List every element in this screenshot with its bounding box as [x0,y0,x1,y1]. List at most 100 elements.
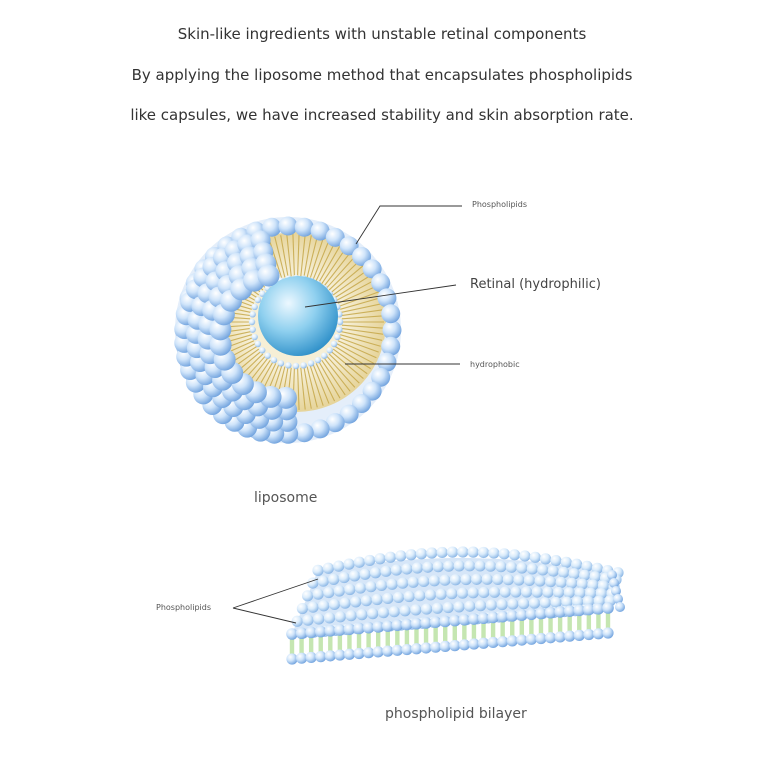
bilayer-head-edge [295,627,308,640]
label-retinal: Retinal (hydrophilic) [470,277,601,292]
bilayer-head-top [313,613,325,625]
bilayer-tail [404,628,410,647]
bilayer-head-top [499,586,511,598]
bilayer-head-top [561,596,573,608]
bilayer-tail [308,636,314,655]
bilayer-tail [423,626,429,645]
bilayer-head-top [555,576,567,589]
lipid-tail [334,345,371,370]
intro-line-3: like capsules, we have increased stabili… [130,106,634,124]
bilayer-tail [318,635,323,654]
bilayer-head-top [390,564,403,576]
bilayer-head-top [407,576,419,588]
bilayer-head-bottom [343,648,356,660]
bilayer-head-top [467,546,479,558]
outer-head [381,304,401,324]
lipid-tail [300,234,306,277]
bilayer-head-top [364,554,376,567]
lipid-tail [274,236,286,278]
leader-retinal [304,284,457,308]
bilayer-head-edge [602,602,614,614]
liposome-illustration [174,216,402,444]
inner-head [264,352,271,359]
outer-head [377,288,397,308]
front-head [257,264,280,287]
label-hydrophobic: hydrophobic [470,360,520,369]
bilayer-tail [471,623,477,642]
bilayer-head-bottom [372,646,384,658]
bilayer-tail [356,632,362,651]
bilayer-tail [596,612,601,631]
bilayer-head-bottom [324,650,336,662]
lipid-tail [326,355,356,388]
bilayer-head-top [382,592,394,605]
bilayer-head-top [507,598,519,610]
bilayer-head-top [353,556,365,568]
lipid-tail [268,238,283,279]
lipid-tail [328,260,360,291]
bilayer-head-top [397,577,409,589]
inner-head [334,333,341,341]
bilayer-head-edge [563,605,576,617]
bilayer-tail [289,638,295,656]
lipid-tail [341,327,384,335]
inner-head [292,362,300,370]
bilayer-tail [375,630,381,649]
bilayer-tail [500,620,505,639]
lipid-tail [315,242,336,281]
bilayer-head-bottom [477,637,490,649]
bilayer-head-top [528,597,541,609]
bilayer-head-top [338,571,350,584]
outer-head [339,404,359,424]
bilayer-head-bottom [602,627,614,639]
bilayer-head-top [291,615,303,627]
bilayer-tail [538,617,544,636]
bilayer-head-top [446,546,459,558]
lipid-tail [321,248,346,285]
bilayer-head-top [392,591,405,604]
bilayer-head-edge [516,609,528,621]
bilayer-head-bottom [295,652,308,664]
bilayer-head-bottom [564,630,576,642]
leader-bilayer-bottom [232,607,297,624]
bilayer-head-top [369,567,382,579]
bilayer-head-top [317,575,329,587]
bilayer-head-top [377,607,390,619]
bilayer-head-edge [525,608,538,621]
lipid-tail [309,365,324,406]
lipid-tail [330,351,364,379]
bilayer-head-top [529,551,541,563]
bilayer-head-edge [458,614,471,626]
label-phospholipids-liposome: Phospholipids [472,200,527,209]
bilayer-head-top [474,560,486,572]
bilayer-head-top [384,551,397,563]
bilayer-head-top [443,560,455,572]
outer-head [362,381,382,401]
bilayer-head-top [411,562,423,574]
bilayer-head-top [380,565,392,577]
lipid-tail [332,348,368,375]
bilayer-head-top [574,587,586,599]
bilayer-head-top [449,574,462,586]
lipid-tail [328,353,360,384]
bilayer-head-top [414,590,426,602]
bilayer-head-top [323,612,336,624]
bilayer-head-top [520,586,533,598]
bilayer-head-bottom [410,643,423,655]
bilayer-head-top [322,562,334,574]
bilayer-head-bottom [439,640,451,652]
bilayer-head-bottom [430,641,442,653]
inner-head [249,311,256,318]
bilayer-head-edge [535,607,547,620]
bilayer-head-top [519,550,531,562]
bilayer-head-top [388,606,400,618]
lipid-tail [336,280,374,301]
outer-head [262,217,282,237]
bilayer-tail [337,634,343,653]
lipid-tail [323,357,351,392]
bilayer-head-edge [544,606,557,619]
bilayer-head-top [539,597,551,609]
bilayer-head-bottom [535,632,547,645]
bilayer-head-top [457,546,469,558]
bilayer-head-top [302,614,314,626]
